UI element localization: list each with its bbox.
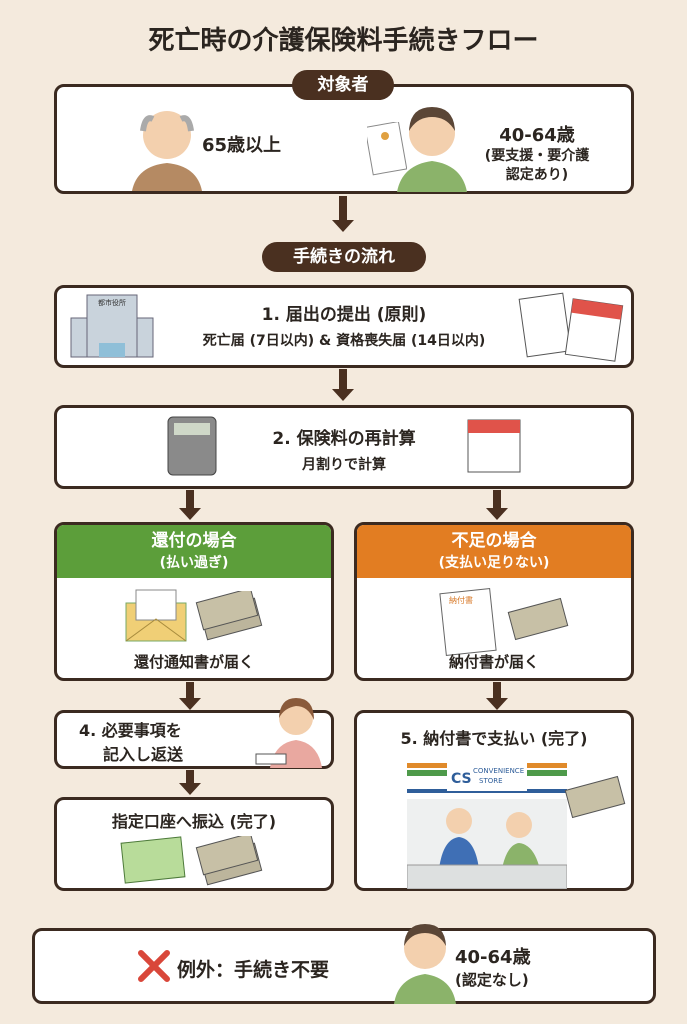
flow-arrow [179,682,201,710]
woman-writing-icon [255,698,322,768]
bankbook-icon [120,836,186,884]
flow-label: 手続きの流れ [262,242,426,272]
store-logo: CS [451,771,472,787]
step5-box: 5. 納付書で支払い (完了) CS CONVENIENCE STORE [354,710,634,891]
target-box: 65歳以上 40-64歳 (要支援・要介護 認定あり) [54,84,634,194]
certificate-icon [367,122,407,176]
step2-title: 2. 保険料の再計算 [272,429,416,449]
refund-title: 還付の場合 [151,531,237,551]
shortage-subtitle: (支払い足りない) [438,555,550,571]
money-icon [195,836,263,886]
exception-box: 例外：手続き不要 40-64歳 (認定なし) [32,924,656,1004]
exception-age: 40-64歳 [455,947,531,968]
flow-arrow [179,490,201,520]
target-65-plus: 65歳以上 [202,135,282,156]
store-name-line1: CONVENIENCE [473,767,524,775]
transfer-box: 指定口座へ振込 (完了) [54,797,334,891]
flow-arrow [486,682,508,710]
refund-subtitle: (払い過ぎ) [159,555,229,571]
convenience-store-icon: CS CONVENIENCE STORE [407,759,567,889]
shortage-box: 不足の場合 (支払い足りない) 納付書 納付書が届く [354,522,634,681]
step1-box: 都市役所 1. 届出の提出 (原則) 死亡届 (7日以内) & 資格喪失届 (1… [54,285,634,368]
calendar-icon [467,419,521,473]
flow-arrow [332,196,354,232]
building-sign: 都市役所 [98,298,126,307]
step5-title: 5. 納付書で支払い (完了) [400,729,588,748]
money-icon [507,597,569,641]
page-title: 死亡時の介護保険料手続きフロー [148,26,539,56]
exception-label: 例外：手続き不要 [177,959,330,981]
envelope-icon [125,589,187,642]
money-icon [195,591,263,641]
target-40-64-note1: (要支援・要介護 [484,148,590,164]
payment-slip-icon: 納付書 [439,588,497,656]
middle-aged-man-icon [397,107,467,192]
calculator-icon [167,416,217,476]
x-mark-icon [138,950,170,982]
shortage-caption: 納付書が届く [448,653,539,671]
step1-detail: 死亡届 (7日以内) & 資格喪失届 (14日以内) [202,333,486,349]
refund-caption: 還付通知書が届く [133,653,254,671]
refund-box: 還付の場合 (払い過ぎ) 還付通知書が届く [54,522,334,681]
exception-note: (認定なし) [455,971,529,989]
target-40-64-age: 40-64歳 [499,125,575,146]
city-hall-icon: 都市役所 [70,294,154,358]
flow-arrow [332,369,354,401]
middle-aged-man-icon [394,924,456,1004]
money-icon [564,775,626,819]
target-40-64-note2: 認定あり) [505,167,569,183]
step1-title: 1. 届出の提出 (原則) [261,305,427,325]
slip-label: 納付書 [449,595,473,605]
flow-arrow [486,490,508,520]
elderly-man-icon [132,111,202,191]
step2-box: 2. 保険料の再計算 月割りで計算 [54,405,634,489]
step4-line1: 4. 必要事項を [79,721,182,740]
document-calendar-icon [518,292,624,362]
transfer-title: 指定口座へ振込 (完了) [111,812,277,831]
step4-line2: 記入し返送 [103,745,184,764]
target-label: 対象者 [292,70,394,100]
shortage-title: 不足の場合 [451,531,537,551]
step2-detail: 月割りで計算 [302,457,386,473]
store-name-line2: STORE [479,777,503,785]
flow-arrow [179,770,201,795]
